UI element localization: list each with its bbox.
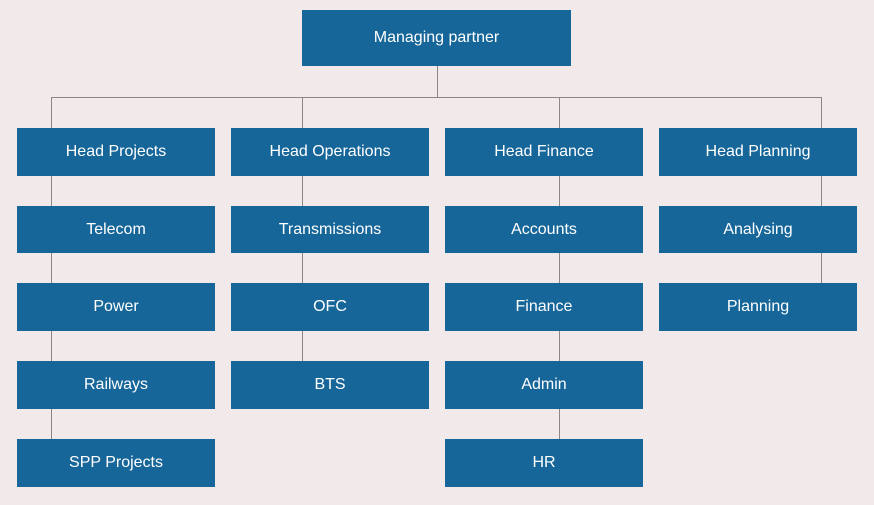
node-hr: HR — [445, 439, 643, 487]
connector-root-down — [437, 66, 438, 97]
node-head-projects: Head Projects — [17, 128, 215, 176]
node-analysing: Analysing — [659, 206, 857, 253]
node-power: Power — [17, 283, 215, 331]
node-spp-projects: SPP Projects — [17, 439, 215, 487]
connector-horizontal-bus — [51, 97, 822, 98]
node-bts: BTS — [231, 361, 429, 409]
connector-col4 — [821, 97, 822, 283]
node-admin: Admin — [445, 361, 643, 409]
node-head-finance: Head Finance — [445, 128, 643, 176]
connector-col3 — [559, 97, 560, 439]
node-head-planning: Head Planning — [659, 128, 857, 176]
node-accounts: Accounts — [445, 206, 643, 253]
connector-col1 — [51, 97, 52, 439]
node-telecom: Telecom — [17, 206, 215, 253]
node-managing-partner: Managing partner — [302, 10, 571, 66]
node-ofc: OFC — [231, 283, 429, 331]
node-finance: Finance — [445, 283, 643, 331]
node-transmissions: Transmissions — [231, 206, 429, 253]
node-railways: Railways — [17, 361, 215, 409]
node-planning: Planning — [659, 283, 857, 331]
node-head-operations: Head Operations — [231, 128, 429, 176]
